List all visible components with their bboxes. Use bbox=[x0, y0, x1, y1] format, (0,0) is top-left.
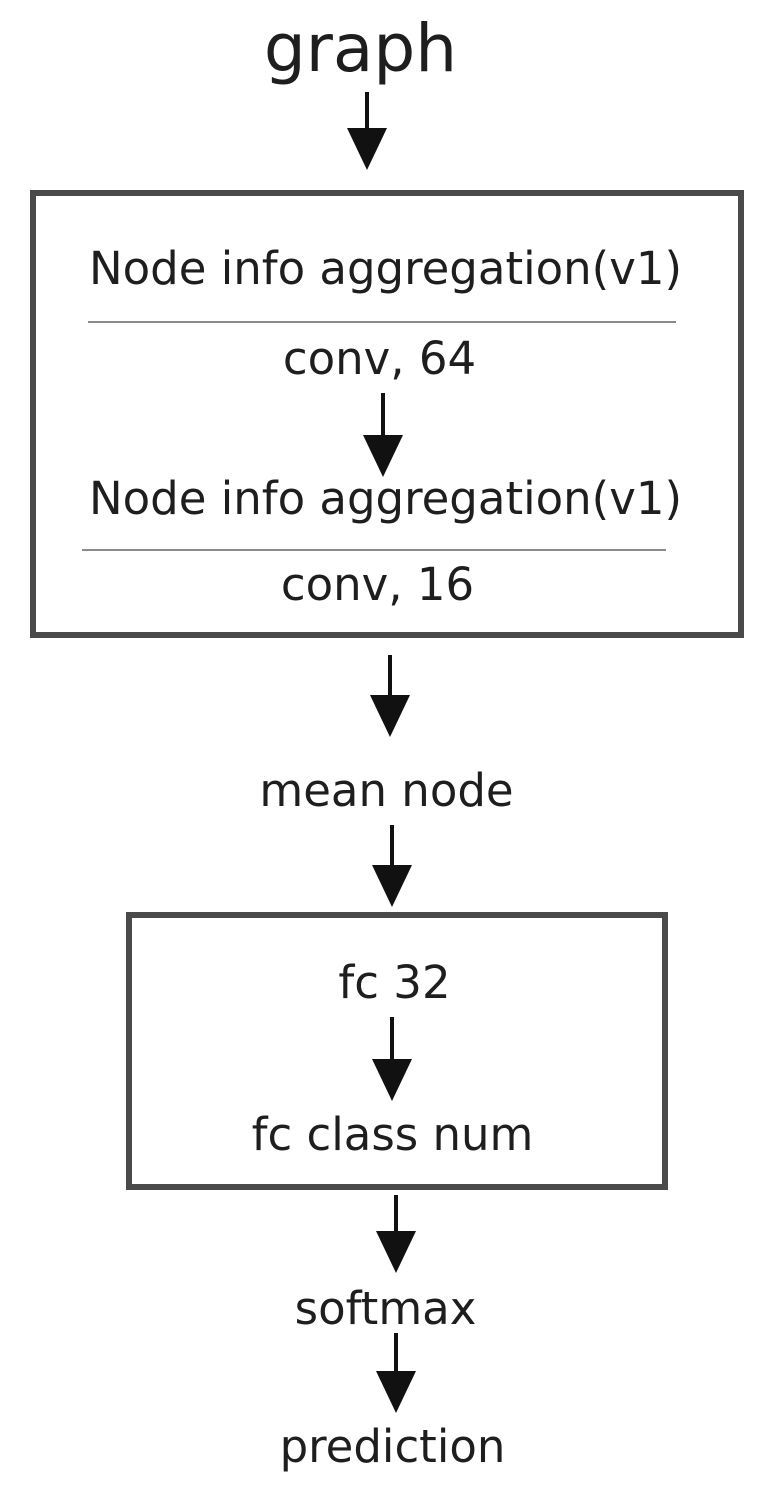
layer-2-divider bbox=[82, 549, 666, 551]
mean-node-label: mean node bbox=[259, 764, 514, 817]
aggregation-layer-2-title: Node info aggregation(v1) bbox=[88, 472, 683, 525]
arrow-layer1-to-layer2 bbox=[363, 393, 403, 477]
arrow-softmax-to-prediction bbox=[376, 1333, 416, 1413]
arrow-block-to-mean bbox=[370, 655, 410, 737]
arrow-fc32-to-fcclass bbox=[372, 1017, 412, 1101]
fc-32-label: fc 32 bbox=[338, 956, 451, 1009]
layer-1-divider bbox=[88, 321, 676, 323]
aggregation-layer-1-conv: conv, 64 bbox=[282, 332, 477, 385]
fc-class-num-label: fc class num bbox=[251, 1108, 534, 1161]
aggregation-layer-1-title: Node info aggregation(v1) bbox=[88, 242, 683, 295]
fully-connected-block bbox=[126, 912, 668, 1190]
prediction-label: prediction bbox=[279, 1420, 506, 1473]
input-label: graph bbox=[263, 10, 458, 87]
aggregation-layer-2-conv: conv, 16 bbox=[280, 558, 475, 611]
softmax-label: softmax bbox=[294, 1282, 477, 1335]
arrow-fc-to-softmax bbox=[376, 1195, 416, 1273]
arrow-mean-to-fc bbox=[372, 825, 412, 907]
arrow-graph-to-block bbox=[347, 92, 387, 170]
aggregation-block bbox=[30, 190, 744, 638]
